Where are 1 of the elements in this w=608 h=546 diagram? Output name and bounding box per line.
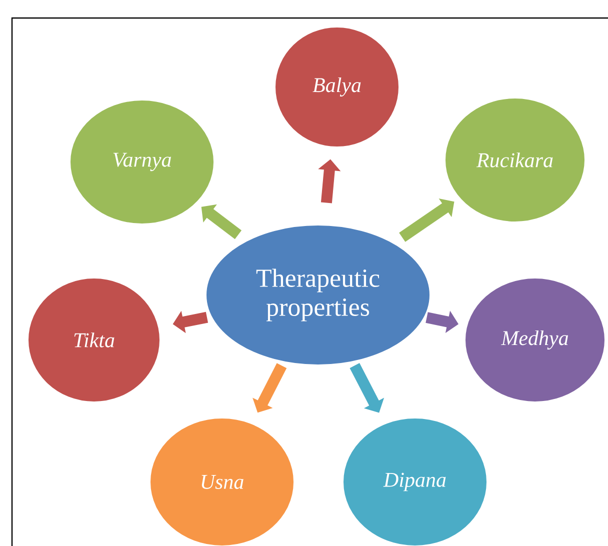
block-arrow (399, 198, 454, 242)
